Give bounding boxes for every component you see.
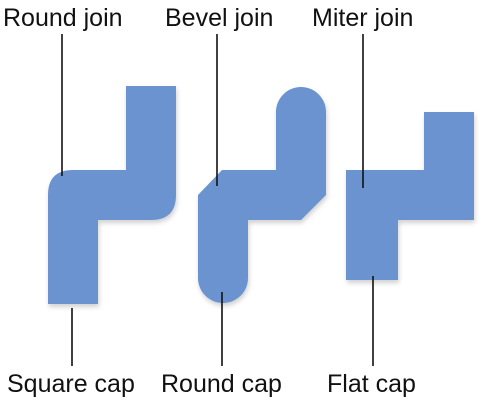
bevel-join-label: Bevel join bbox=[165, 4, 274, 32]
square-cap-label: Square cap bbox=[7, 370, 135, 398]
round-join-square-cap-shape bbox=[48, 86, 176, 304]
flat-cap-label: Flat cap bbox=[327, 370, 416, 398]
round-cap-label: Round cap bbox=[161, 370, 282, 398]
miter-join-flat-cap-shape bbox=[346, 112, 474, 280]
bevel-join-round-cap-shape bbox=[198, 87, 326, 303]
round-join-label: Round join bbox=[3, 4, 123, 32]
miter-join-label: Miter join bbox=[312, 4, 414, 32]
